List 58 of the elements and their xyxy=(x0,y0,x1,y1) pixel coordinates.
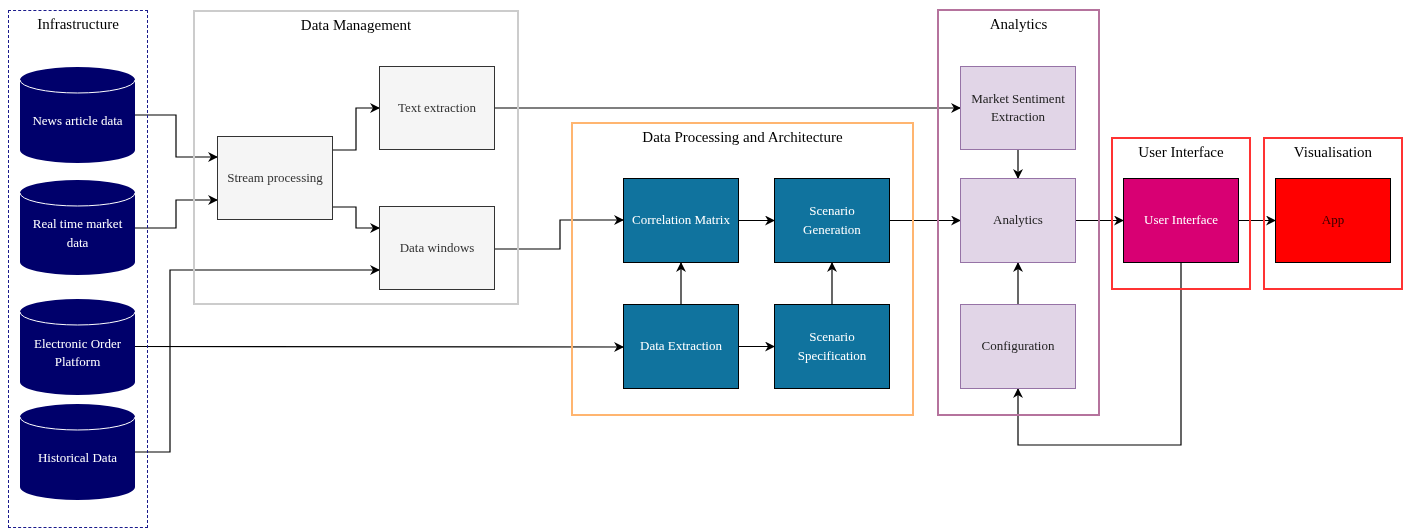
arrow xyxy=(494,215,624,250)
box-label: Data windows xyxy=(399,238,475,257)
process-box xyxy=(1123,178,1239,263)
group-title: User Interface xyxy=(1138,143,1224,162)
arrow xyxy=(676,262,686,305)
group-frame xyxy=(1263,137,1403,290)
arrow xyxy=(1013,262,1182,446)
group-title: Infrastructure xyxy=(37,15,119,34)
box-label: Electronic Order Platform xyxy=(33,334,122,371)
group-frame xyxy=(8,10,148,528)
group-frame xyxy=(937,9,1100,416)
arrow xyxy=(134,342,624,352)
process-box xyxy=(379,66,495,150)
box-label: Text extraction xyxy=(397,98,477,117)
box-label: Real time market data xyxy=(31,215,124,252)
box-label: Analytics xyxy=(993,211,1043,230)
arrow xyxy=(494,103,961,113)
box-label: Market Sentiment Extraction xyxy=(970,89,1066,126)
box-label: Configuration xyxy=(981,337,1055,356)
process-box xyxy=(960,304,1076,389)
arrow xyxy=(827,262,837,305)
process-box xyxy=(379,206,495,290)
group-title: Data Processing and Architecture xyxy=(642,128,843,147)
box-label: Historical Data xyxy=(37,448,118,467)
arrow xyxy=(332,206,380,233)
arrow xyxy=(332,103,380,151)
arrow xyxy=(1238,215,1276,226)
process-box xyxy=(623,178,739,263)
arrow xyxy=(134,195,218,229)
process-box xyxy=(774,304,890,389)
process-box xyxy=(960,178,1076,263)
group-frame xyxy=(193,10,519,305)
box-label: User Interface xyxy=(1144,211,1218,230)
box-label: Data Extraction xyxy=(640,337,722,356)
group-frame xyxy=(1111,137,1251,290)
box-label: Correlation Matrix xyxy=(632,211,730,230)
arrow xyxy=(1075,215,1124,226)
arrow xyxy=(738,341,775,352)
process-box xyxy=(1275,178,1391,263)
group-title: Analytics xyxy=(989,15,1048,34)
box-label: Scenario Specification xyxy=(796,328,868,365)
process-box xyxy=(774,178,890,263)
group-title: Data Management xyxy=(300,16,412,35)
box-label: News article data xyxy=(32,111,123,130)
arrow xyxy=(1013,149,1023,179)
group-title: Visualisation xyxy=(1293,143,1373,162)
arrow xyxy=(738,215,775,226)
box-label: App xyxy=(1321,211,1345,230)
arrow xyxy=(134,114,218,162)
arrow xyxy=(134,265,380,453)
group-frame xyxy=(571,122,914,416)
process-box xyxy=(960,66,1076,150)
process-box xyxy=(623,304,739,389)
arrow xyxy=(889,215,961,226)
box-label: Scenario Generation xyxy=(802,202,862,239)
arrow xyxy=(1013,262,1023,305)
process-box xyxy=(217,136,333,220)
box-label: Stream processing xyxy=(227,168,323,187)
